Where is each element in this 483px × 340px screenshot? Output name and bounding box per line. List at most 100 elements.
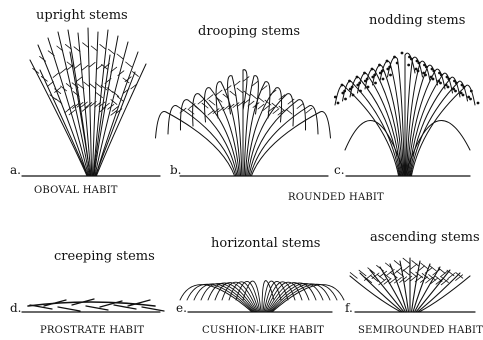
seed-head: [389, 74, 392, 77]
twig: [126, 62, 132, 67]
twig: [53, 73, 59, 78]
shrub-drooping-illustration: [156, 70, 331, 176]
nodding-stem: [411, 81, 468, 176]
panel-letter-e: e.: [176, 301, 187, 315]
seed-head: [382, 78, 385, 81]
twig: [243, 77, 249, 82]
twig: [89, 62, 95, 67]
twig: [108, 49, 114, 54]
nodding-stem: [373, 65, 403, 176]
twig: [368, 268, 375, 274]
twig: [91, 46, 97, 51]
twig: [234, 81, 240, 86]
twig: [118, 71, 124, 76]
seed-head: [371, 76, 374, 79]
habit-label-e: CUSHION-LIKE HABIT: [202, 325, 324, 336]
twig: [117, 54, 123, 59]
twig: [207, 95, 213, 100]
twig: [403, 270, 410, 276]
seed-head: [352, 94, 355, 97]
twig: [233, 103, 239, 108]
twig: [438, 268, 445, 274]
upright-stem: [30, 60, 87, 176]
twig: [297, 104, 303, 109]
twig: [208, 110, 214, 115]
seed-head: [337, 102, 340, 105]
seed-head: [461, 84, 464, 87]
twig: [306, 108, 312, 113]
seed-head: [386, 60, 389, 63]
seed-head: [344, 98, 347, 101]
twig: [429, 265, 436, 271]
habit-label-f: SEMIROUNDED HABIT: [358, 325, 483, 336]
seed-head: [364, 80, 367, 83]
twig: [198, 99, 204, 104]
seed-head: [386, 68, 389, 71]
shrub-prostrate-illustration: [28, 299, 164, 311]
twig: [258, 97, 264, 102]
shrub-semirounded-illustration: [350, 258, 470, 312]
habit-label-d: PROSTRATE HABIT: [40, 325, 144, 336]
twig: [90, 84, 96, 89]
seed-head: [334, 96, 337, 99]
twig: [69, 110, 75, 115]
twig: [410, 264, 417, 270]
seed-head: [367, 86, 370, 89]
panel-letter-b: b.: [170, 163, 182, 177]
twig: [223, 106, 229, 111]
twig: [385, 263, 392, 269]
seed-head: [415, 68, 418, 71]
seed-head: [363, 72, 366, 75]
seed-head: [341, 84, 344, 87]
twig: [286, 109, 292, 114]
seed-head: [374, 82, 377, 85]
twig: [216, 90, 222, 95]
twig: [84, 82, 90, 87]
seed-head: [401, 52, 404, 55]
twig: [377, 265, 384, 271]
seed-head: [393, 56, 396, 59]
twig: [96, 65, 102, 70]
twig: [270, 90, 276, 95]
twig: [103, 103, 109, 108]
creeping-stem: [142, 307, 164, 311]
seed-head: [341, 92, 344, 95]
seed-head: [349, 88, 352, 91]
stem-label-f: ascending stems: [370, 230, 480, 245]
stem-label-a: upright stems: [36, 8, 128, 23]
twig: [209, 100, 215, 105]
twig: [66, 84, 72, 89]
nodding-stem: [343, 81, 400, 176]
seed-head: [396, 62, 399, 65]
twig: [82, 65, 88, 70]
twig: [420, 277, 427, 283]
panel-letter-c: c.: [334, 163, 345, 177]
twig: [237, 88, 243, 93]
panel-letter-a: a.: [10, 163, 21, 177]
panel-letter-d: d.: [10, 301, 22, 315]
upright-stem: [88, 28, 92, 176]
seed-head: [348, 80, 351, 83]
twig: [403, 258, 410, 264]
twig: [60, 68, 66, 73]
seed-head: [378, 64, 381, 67]
seed-head: [356, 76, 359, 79]
ascending-stem: [350, 276, 401, 312]
nodding-stem: [407, 65, 437, 176]
seed-head: [371, 68, 374, 71]
upright-stem: [96, 64, 146, 176]
seed-head: [453, 80, 456, 83]
stem-label-d: creeping stems: [54, 249, 155, 264]
panel-letter-f: f.: [345, 301, 353, 315]
twig: [33, 68, 39, 73]
seed-head: [359, 90, 362, 93]
twig: [83, 43, 89, 48]
seed-head: [356, 84, 359, 87]
ascending-stem: [419, 276, 470, 312]
shrub-oboval-illustration: [30, 28, 146, 176]
seed-head: [477, 102, 480, 105]
stem-label-c: nodding stems: [369, 13, 465, 28]
twig: [76, 77, 82, 82]
seed-head: [407, 64, 410, 67]
